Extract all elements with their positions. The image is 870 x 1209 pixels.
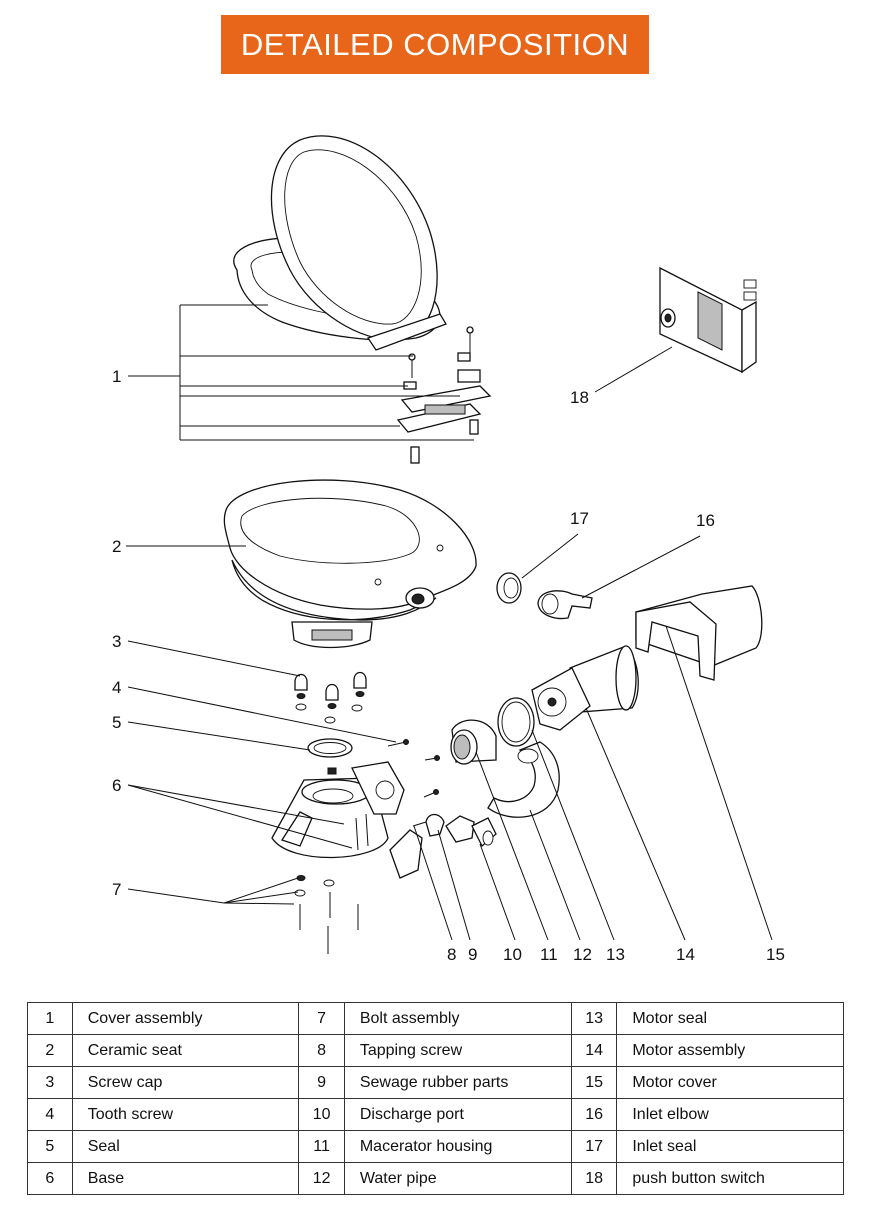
callout-14: 14 [676,945,695,964]
part-name-cell: Screw cap [71,1066,300,1099]
callout-13: 13 [606,945,625,964]
callout-2: 2 [112,537,121,556]
water-pipe-drawing [487,697,560,818]
part-number-cell: 17 [570,1130,618,1163]
part-name-cell: Ceramic seat [71,1034,300,1067]
cover-assembly-drawing [233,135,492,464]
part-number-cell: 3 [27,1066,73,1099]
part-name-cell: Sewage rubber parts [343,1066,572,1099]
part-number-cell: 2 [27,1034,73,1067]
page-title: DETAILED COMPOSITION [240,26,630,62]
callout-11: 11 [540,945,558,964]
part-number-cell: 14 [570,1034,618,1067]
part-name-cell: Motor cover [616,1066,844,1099]
callout-18: 18 [570,388,589,407]
callout-7: 7 [112,880,121,899]
part-number-cell: 9 [298,1066,345,1099]
part-name-cell: Motor assembly [616,1034,844,1067]
part-number-cell: 18 [570,1162,618,1195]
ceramic-seat-drawing [223,479,477,649]
callout-3: 3 [112,632,121,651]
part-name-cell: Bolt assembly [343,1002,572,1035]
part-number-cell: 15 [570,1066,618,1099]
part-number-cell: 10 [298,1098,345,1131]
part-name-cell: Motor seal [616,1002,844,1035]
push-button-switch-drawing [659,266,757,374]
part-name-cell: Tooth screw [71,1098,300,1131]
callout-17: 17 [570,509,589,528]
part-name-cell: Discharge port [343,1098,572,1131]
part-name-cell: Macerator housing [343,1130,572,1163]
callout-4: 4 [112,678,121,697]
part-name-cell: push button switch [616,1162,844,1195]
part-number-cell: 4 [27,1098,73,1131]
discharge-parts-drawing [412,813,497,848]
callout-10: 10 [503,945,522,964]
part-name-cell: Seal [71,1130,300,1163]
callout-8: 8 [447,945,456,964]
inlet-parts-drawing [496,572,593,620]
callout-16: 16 [696,511,715,530]
base-drawing [271,761,423,879]
part-name-cell: Inlet elbow [616,1098,844,1131]
seal-drawing [307,738,353,758]
motor-cover-drawing [635,585,763,681]
part-number-cell: 7 [298,1002,345,1035]
part-name-cell: Cover assembly [71,1002,300,1035]
part-number-cell: 6 [27,1162,73,1195]
leader-lines [126,304,773,941]
exploded-view-diagram: 1 2 3 4 5 6 7 8 9 10 11 12 13 14 15 16 1… [112,135,785,964]
part-name-cell: Base [71,1162,300,1195]
callout-labels: 1 2 3 4 5 6 7 8 9 10 11 12 13 14 15 16 1… [112,367,785,964]
bolt-assembly-drawing [294,875,359,954]
part-number-cell: 8 [298,1034,345,1067]
callout-9: 9 [468,945,477,964]
part-name-cell: Tapping screw [343,1034,572,1067]
callout-6: 6 [112,776,121,795]
callout-12: 12 [573,945,592,964]
part-number-cell: 13 [570,1002,618,1035]
part-number-cell: 11 [298,1130,345,1163]
macerator-housing-drawing [450,719,497,765]
callout-5: 5 [112,713,121,732]
callout-15: 15 [766,945,785,964]
screw-caps-drawing [294,671,440,798]
part-number-cell: 16 [570,1098,618,1131]
page-title-banner: DETAILED COMPOSITION [221,15,649,74]
callout-1: 1 [112,367,121,386]
part-name-cell: Water pipe [343,1162,572,1195]
part-number-cell: 5 [27,1130,73,1163]
part-number-cell: 12 [298,1162,345,1195]
motor-assembly-drawing [531,645,639,731]
part-number-cell: 1 [27,1002,73,1035]
part-name-cell: Inlet seal [616,1130,844,1163]
